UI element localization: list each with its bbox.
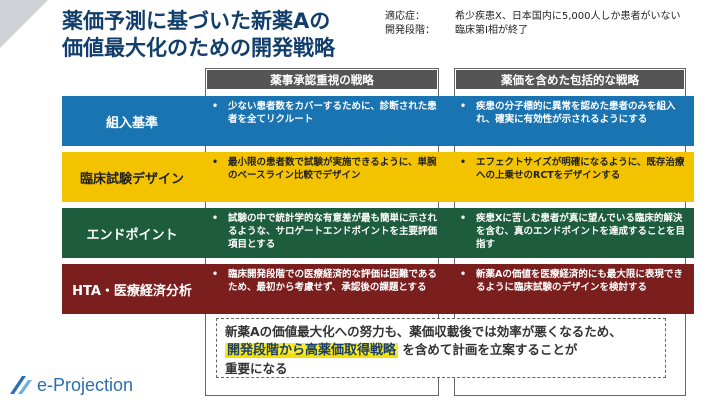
meta-indication-key: 適応症： — [385, 11, 425, 22]
row-label: HTA・医療経済分析 — [72, 283, 192, 299]
row-endpoint: エンドポイント • 試験の中で統計学的な有意差が最も簡単に示されるような、サロゲー… — [62, 208, 694, 258]
row-label: エンドポイント — [86, 227, 178, 243]
bullet-icon: • — [460, 101, 467, 112]
e-projection-logo-icon — [10, 376, 32, 394]
logo-text: e-Projection — [37, 374, 134, 395]
row-inclusion-criteria: 組入基準 • 少ない患者数をカバーするために、診断された患者を全てリクルート • 疾… — [62, 96, 694, 146]
right-cell: • 疾患Xに苦しむ患者が真に望んでいる臨床的解決を含む、真のエンドポイントを達成す… — [450, 208, 694, 258]
right-cell-text: 疾患Xに苦しむ患者が真に望んでいる臨床的解決を含む、真のエンドポイントを達成する… — [476, 213, 686, 250]
bullet-icon: • — [460, 213, 467, 224]
row-hta-economics: HTA・医療経済分析 • 臨床開発段階での医療経済的な評価は困難であるため、最初か… — [62, 264, 694, 314]
row-label: 組入基準 — [105, 115, 158, 131]
conclusion-note: 新薬Aの価値最大化への努力も、薬価収載後では効率が悪くなるため、 開発段階から高… — [216, 318, 666, 378]
page-title-line-1: 薬価予測に基づいた新薬Aの — [62, 9, 331, 33]
left-cell: • 少ない患者数をカバーするために、診断された患者を全てリクルート — [202, 96, 450, 146]
right-cell: • 疾患の分子標的に異常を認めた患者のみを組入れ、確実に有効性が示されるようにする — [450, 96, 694, 146]
note-text-2: を含めて計画を立案することが — [402, 342, 578, 357]
page-title: 薬価予測に基づいた新薬Aの 価値最大化のための開発戦略 — [62, 8, 362, 62]
right-cell-text: エフェクトサイズが明確になるように、既存治療への上乗せのRCTをデザインする — [476, 157, 685, 181]
bullet-icon: • — [460, 269, 467, 280]
note-text-1: 新薬Aの価値最大化への努力も、薬価収載後では効率が悪くなるため、 — [225, 324, 622, 339]
bullet-icon: • — [212, 101, 219, 112]
meta-indication: 適応症： 希少疾患X、日本国内に5,000人しか患者がいない — [385, 10, 680, 24]
row-label: 臨床試験デザイン — [79, 171, 184, 187]
bullet-icon: • — [212, 157, 219, 168]
note-text-3: 重要になる — [225, 361, 288, 376]
left-cell-text: 臨床開発段階での医療経済的な評価は困難であるため、最初から考慮せず、承認後の課題… — [228, 269, 437, 293]
meta-indication-value: 希少疾患X、日本国内に5,000人しか患者がいない — [455, 11, 681, 22]
right-cell: • 新薬Aの価値を医療経済的にも最大限に表現できるように臨床試験のデザインを検討す… — [450, 264, 694, 314]
right-column-header: 薬価を含めた包括的な戦略 — [456, 70, 684, 89]
left-cell-text: 少ない患者数をカバーするために、診断された患者を全てリクルート — [228, 101, 437, 125]
bullet-icon: • — [460, 157, 467, 168]
left-cell-text: 試験の中で統計学的な有意差が最も簡単に示されるような、サロゲートエンドポイントを… — [228, 213, 438, 250]
note-highlight: 開発段階から高薬価取得戦略 — [225, 343, 399, 358]
right-cell-text: 疾患の分子標的に異常を認めた患者のみを組入れ、確実に有効性が示されるようにする — [476, 101, 676, 125]
row-trial-design: 臨床試験デザイン • 最小限の患者数で試験が実施できるように、単腕のベースライン比… — [62, 152, 694, 202]
right-cell-text: 新薬Aの価値を医療経済的にも最大限に表現できるように臨床試験のデザインを検討する — [476, 269, 683, 293]
company-logo: e-Projection — [8, 374, 133, 396]
meta-phase-key: 開発段階： — [385, 25, 435, 36]
right-cell: • エフェクトサイズが明確になるように、既存治療への上乗せのRCTをデザインする — [450, 152, 694, 202]
meta-info: 適応症： 希少疾患X、日本国内に5,000人しか患者がいない 開発段階： 臨床第… — [385, 10, 680, 38]
left-cell: • 最小限の患者数で試験が実施できるように、単腕のベースライン比較でデザイン — [202, 152, 450, 202]
bullet-icon: • — [212, 269, 219, 280]
left-cell: • 試験の中で統計学的な有意差が最も簡単に示されるような、サロゲートエンドポイント… — [202, 208, 450, 258]
left-cell: • 臨床開発段階での医療経済的な評価は困難であるため、最初から考慮せず、承認後の課… — [202, 264, 450, 314]
page-title-line-2: 価値最大化のための開発戦略 — [62, 36, 335, 60]
meta-phase: 開発段階： 臨床第Ⅰ相が終了 — [385, 24, 680, 38]
left-cell-text: 最小限の患者数で試験が実施できるように、単腕のベースライン比較でデザイン — [228, 157, 437, 181]
left-column-header: 薬事承認重視の戦略 — [207, 70, 437, 89]
meta-phase-value: 臨床第Ⅰ相が終了 — [455, 25, 528, 36]
bullet-icon: • — [212, 213, 219, 224]
corner-decoration — [0, 0, 48, 48]
